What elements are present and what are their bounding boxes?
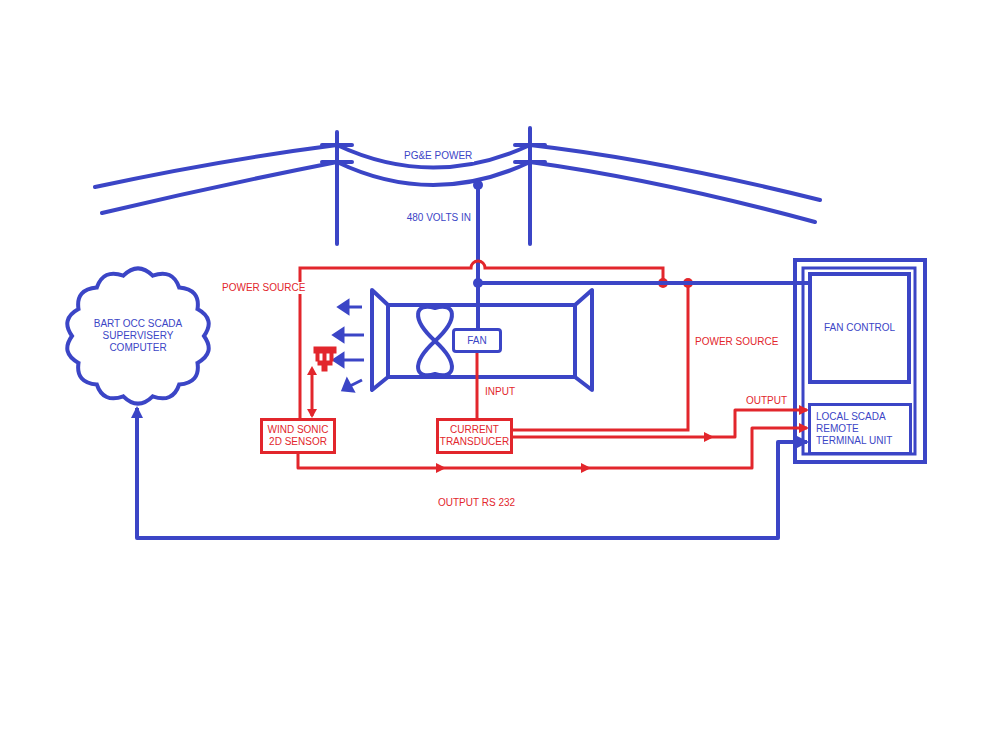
power-line: [95, 128, 820, 283]
overhead-wire: [337, 145, 530, 168]
sensor-arm: [323, 353, 326, 361]
housing-body: [388, 305, 575, 377]
power-wire: [512, 283, 688, 430]
control-cabinet-inner: [803, 268, 915, 454]
airflow-arrow: [342, 334, 364, 337]
junction-dot: [473, 180, 483, 190]
voltage-label: 480 VOLTS IN: [405, 212, 473, 224]
sensor-base: [318, 361, 332, 365]
node-label: BART OCC SCADA SUPERVISERY COMPUTER: [90, 318, 186, 354]
arrowhead: [307, 366, 317, 375]
anemometer-icon: [314, 347, 336, 371]
overhead-wire: [337, 162, 530, 185]
edge-label: OUTPUT: [744, 395, 789, 407]
arrowhead: [343, 380, 353, 391]
power-source-wiring: [300, 261, 688, 430]
fan-blade: [418, 307, 452, 376]
sensor-arm: [330, 353, 333, 361]
overhead-wire: [530, 145, 820, 200]
airflow-arrow: [342, 359, 364, 362]
sensor-arm: [316, 353, 319, 361]
control-cabinet: [795, 260, 925, 462]
cloud-shape: [67, 268, 208, 403]
edge-label: INPUT: [483, 386, 517, 398]
sensor-stem: [322, 365, 327, 371]
rtu-box: LOCAL SCADA REMOTE TERMINAL UNIT: [808, 403, 912, 455]
overhead-wire: [102, 162, 337, 213]
fan-control-box: FAN CONTROL: [808, 272, 911, 384]
arrowhead: [334, 329, 343, 341]
arrowhead: [307, 409, 317, 418]
fan-box: FAN: [452, 328, 502, 353]
overhead-wire: [530, 162, 815, 222]
connector: [478, 283, 808, 328]
edge-label: OUTPUT RS 232: [436, 497, 517, 509]
sensor-head: [314, 347, 336, 353]
fan-housing: [372, 290, 592, 390]
connector: [298, 428, 807, 468]
node-label: FAN CONTROL: [824, 322, 895, 334]
power-label: PG&E POWER: [402, 150, 474, 162]
housing-inlet: [372, 290, 388, 390]
node-label: WIND SONIC 2D SENSOR: [266, 424, 330, 448]
connector: [137, 408, 807, 538]
arrowhead: [334, 354, 343, 366]
node-label: CURRENT TRANSDUCER: [440, 424, 509, 448]
node-label: LOCAL SCADA REMOTE TERMINAL UNIT: [816, 411, 904, 447]
overhead-wire: [95, 145, 337, 187]
power-source-label: POWER SOURCE: [693, 336, 780, 348]
airflow-arrow: [350, 380, 362, 386]
connector: [476, 353, 479, 418]
node-label: FAN: [467, 335, 486, 347]
utility-pole: [335, 132, 339, 244]
sensor-box: WIND SONIC 2D SENSOR: [260, 418, 336, 454]
arrowhead: [339, 301, 348, 313]
airflow-arrows: [334, 301, 364, 391]
service-drop: [476, 185, 480, 283]
power-source-label: POWER SOURCE: [220, 282, 307, 294]
transducer-box: CURRENT TRANSDUCER: [436, 418, 513, 454]
connector: [513, 410, 807, 437]
housing-outlet: [575, 290, 592, 390]
cloud-computer: BART OCC SCADA SUPERVISERY COMPUTER: [60, 262, 216, 410]
